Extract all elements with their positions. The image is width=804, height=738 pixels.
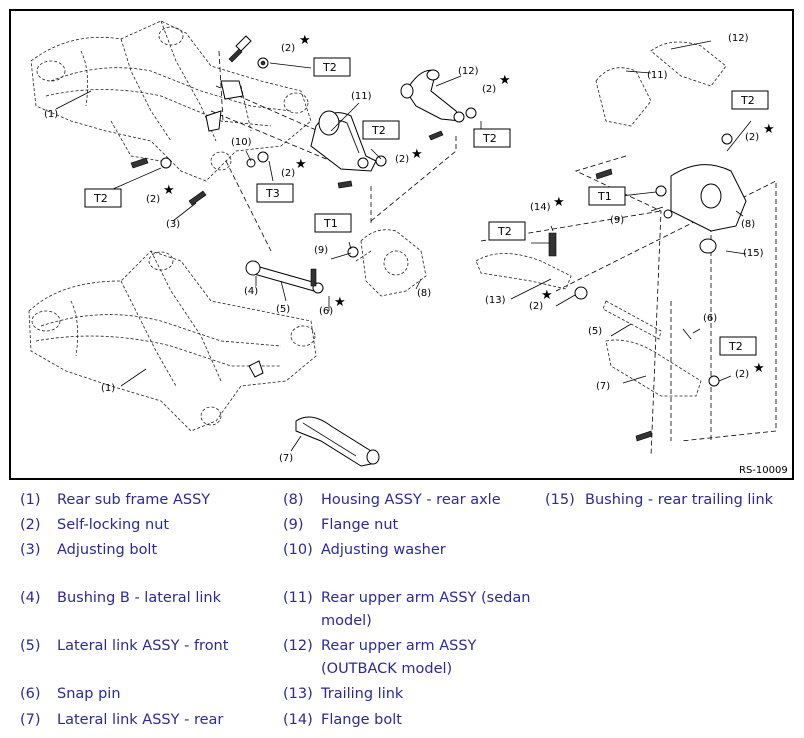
callout-12: (12) [458,66,479,77]
callout-2: (2) [482,84,496,95]
svg-text:T2: T2 [371,124,386,137]
callout-9: (9) [314,245,328,256]
fasteners-left [130,35,477,258]
svg-text:T1: T1 [323,217,338,230]
callout-2: (2) [735,369,749,380]
callout-6: (6) [319,306,333,317]
callout-6: (6) [703,313,717,324]
callout-10: (10) [231,137,252,148]
lateral-link-rear [295,416,380,467]
callout-4: (4) [244,286,258,297]
callout-2: (2) [146,194,160,205]
callout-3: (3) [166,219,180,230]
star-icon: ★ [553,195,565,210]
star-icon: ★ [499,73,511,88]
star-icon: ★ [163,183,175,198]
star-icon: ★ [299,33,311,48]
housing-rear-axle-left [355,229,427,297]
stars: ★ ★ ★ ★ ★ ★ ★ ★ ★ ★ [163,33,775,376]
star-icon: ★ [334,295,346,310]
upper-arm-outback [400,69,465,123]
sub-frame-upper [30,20,312,182]
torque-t2-e: T2 [731,90,769,110]
star-icon: ★ [411,147,423,162]
callout-2: (2) [281,168,295,179]
callout-labels: (1) (1) (2) (2) (2) (2) (2) (2) (2) (2) … [44,33,764,464]
right-assembly [475,41,777,457]
callout-7: (7) [596,381,610,392]
star-icon: ★ [541,288,553,303]
callout-8: (8) [417,288,431,299]
torque-t1-a: T1 [314,213,352,233]
upper-arm-sedan [310,110,377,172]
diagram-canvas: T2 T2 T3 T2 T2 T1 T2 T1 T2 T2 (1) (1) (2… [28,20,788,476]
callout-11: (11) [647,70,668,81]
torque-t2-g: T2 [719,336,757,356]
svg-text:T3: T3 [265,187,280,200]
torque-t2-c: T2 [362,120,400,140]
svg-text:T2: T2 [322,61,337,74]
leader-lines [55,40,752,452]
svg-text:T2: T2 [740,94,755,107]
lateral-link-front [245,260,330,311]
torque-t2-b: T2 [84,188,122,208]
exploded-parts-diagram: T2 T2 T3 T2 T2 T1 T2 T1 T2 T2 (1) (1) (2… [9,9,794,480]
callout-14: (14) [530,202,551,213]
callout-2: (2) [281,43,295,54]
torque-t2-f: T2 [488,221,526,241]
callout-5: (5) [588,326,602,337]
torque-t2-d: T2 [473,128,511,148]
callout-5: (5) [276,304,290,315]
legend-item: (12) Rear upper arm ASSY (OUTBACK model) [283,638,477,677]
callout-9: (9) [610,215,624,226]
svg-text:T2: T2 [497,225,512,238]
legend-item: (11) Rear upper arm ASSY (sedan model) [283,590,531,629]
sub-frame-lower [28,250,317,432]
callout-7: (7) [279,453,293,464]
torque-t3: T3 [256,183,294,203]
callout-2: (2) [529,301,543,312]
callout-11: (11) [351,91,372,102]
callout-2: (2) [395,154,409,165]
parts-legend: (1) Rear sub frame ASSY (2) Self-locking… [20,492,774,728]
svg-text:T2: T2 [93,192,108,205]
callout-8: (8) [741,219,755,230]
svg-text:T2: T2 [728,340,743,353]
svg-text:T2: T2 [482,132,497,145]
star-icon: ★ [763,122,775,137]
torque-t1-b: T1 [588,186,626,206]
callout-1: (1) [101,383,115,394]
callout-12: (12) [728,33,749,44]
callout-2: (2) [745,132,759,143]
callout-13: (13) [485,295,506,306]
figure-code: RS-10009 [739,465,788,476]
star-icon: ★ [295,157,307,172]
svg-text:T1: T1 [597,190,612,203]
star-icon: ★ [753,361,765,376]
torque-t2-a: T2 [313,57,351,77]
callout-1: (1) [44,109,58,120]
callout-15: (15) [743,248,764,259]
